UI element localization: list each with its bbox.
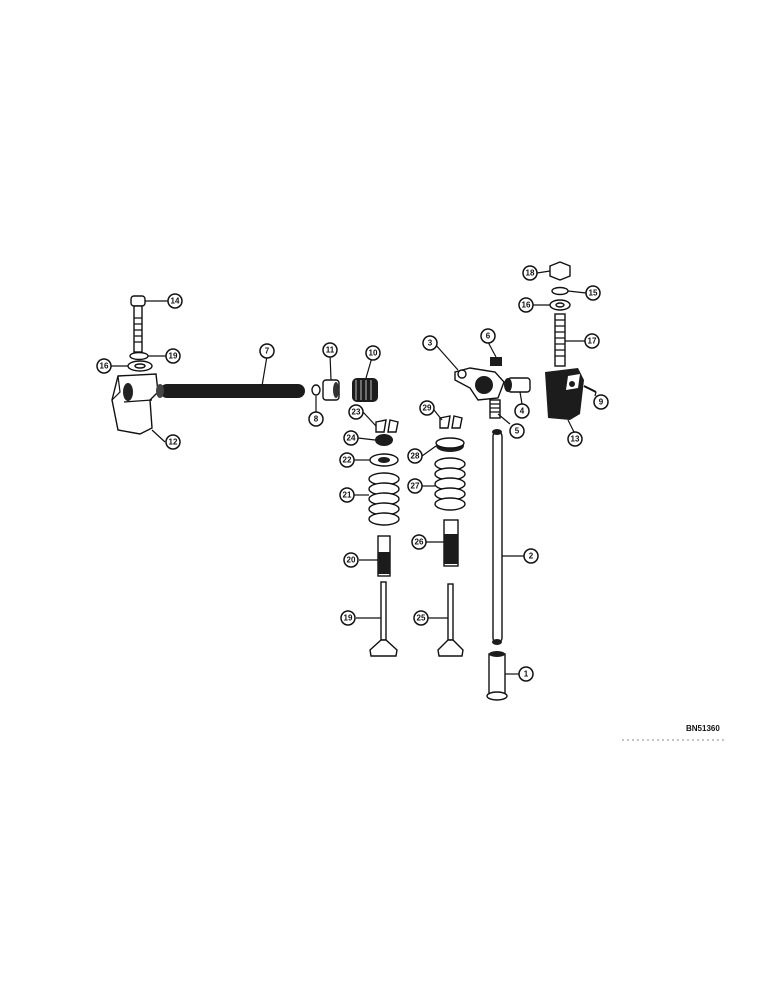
- svg-text:25: 25: [417, 614, 426, 623]
- callout-14: 14: [167, 293, 183, 309]
- callout-27: 27: [407, 478, 423, 494]
- rocker-bushing: [504, 377, 531, 393]
- callout-15: 15: [585, 285, 601, 301]
- svg-text:29: 29: [423, 404, 432, 413]
- callout-20: 20: [343, 552, 359, 568]
- svg-text:4: 4: [520, 407, 525, 416]
- callout-19-lower: 19: [340, 610, 356, 626]
- washer-left-upper: [129, 351, 149, 361]
- svg-text:17: 17: [588, 337, 597, 346]
- callout-9: 9: [593, 394, 609, 410]
- adjusting-screw: [489, 399, 501, 419]
- svg-text:8: 8: [314, 415, 319, 424]
- svg-text:22: 22: [343, 456, 352, 465]
- valve-right: [437, 583, 464, 657]
- callout-21: 21: [339, 487, 355, 503]
- svg-text:5: 5: [515, 427, 520, 436]
- callout-16-left: 16: [96, 358, 112, 374]
- svg-text:10: 10: [369, 349, 378, 358]
- cotter-pin: [583, 385, 597, 393]
- callout-23: 23: [348, 404, 364, 420]
- callout-16-right: 16: [518, 297, 534, 313]
- callout-24: 24: [343, 430, 359, 446]
- callout-6: 6: [480, 328, 496, 344]
- svg-text:1: 1: [524, 670, 529, 679]
- svg-text:24: 24: [347, 434, 356, 443]
- callout-25: 25: [413, 610, 429, 626]
- svg-text:9: 9: [599, 398, 604, 407]
- callout-28: 28: [407, 448, 423, 464]
- leader-lines: [111, 270, 597, 675]
- valve-cap-right: [435, 437, 465, 452]
- tappet: [486, 651, 508, 701]
- shaft-spring: [352, 378, 378, 402]
- svg-text:12: 12: [169, 438, 178, 447]
- svg-text:20: 20: [347, 556, 356, 565]
- svg-text:26: 26: [415, 538, 424, 547]
- callout-19-upper: 19: [165, 348, 181, 364]
- callout-2: 2: [523, 548, 539, 564]
- svg-text:28: 28: [411, 452, 420, 461]
- svg-text:7: 7: [265, 347, 270, 356]
- callout-8: 8: [308, 411, 324, 427]
- rocker-bracket-left: [111, 373, 159, 435]
- svg-text:19: 19: [344, 614, 353, 623]
- callout-3: 3: [422, 335, 438, 351]
- washer-right-upper: [551, 286, 569, 296]
- callout-26: 26: [411, 534, 427, 550]
- callout-18: 18: [522, 265, 538, 281]
- valve-keepers-left: [375, 419, 399, 433]
- callout-22: 22: [339, 452, 355, 468]
- rocker-shaft: [156, 384, 305, 398]
- parts-illustration: [111, 261, 597, 701]
- stud: [554, 313, 566, 367]
- svg-text:11: 11: [326, 346, 335, 355]
- callout-11: 11: [322, 342, 338, 358]
- callout-29: 29: [419, 400, 435, 416]
- valve-spring-left: [368, 472, 400, 526]
- svg-text:16: 16: [100, 362, 109, 371]
- callout-13: 13: [567, 431, 583, 447]
- spring-retainer-left: [369, 453, 399, 467]
- shaft-plug: [311, 384, 321, 396]
- callout-17: 17: [584, 333, 600, 349]
- bolt-left: [130, 295, 146, 353]
- svg-text:21: 21: [343, 491, 352, 500]
- valve-guide-left: [377, 535, 391, 577]
- spacer: [322, 379, 340, 401]
- valve-keepers-right: [439, 415, 463, 429]
- callout-10: 10: [365, 345, 381, 361]
- nut-right: [549, 261, 571, 281]
- svg-text:13: 13: [571, 435, 580, 444]
- callouts: 1 2 3 4 5 6 7 8 9 10 11 12 13 14 15 16 1…: [96, 265, 609, 682]
- rocker-arm: [454, 367, 505, 401]
- callout-7: 7: [259, 343, 275, 359]
- callout-4: 4: [514, 403, 530, 419]
- adjusting-nut: [490, 357, 502, 366]
- push-rod: [492, 429, 503, 645]
- valve-cap-left: [375, 434, 393, 446]
- svg-text:15: 15: [589, 289, 598, 298]
- svg-text:3: 3: [428, 339, 433, 348]
- svg-text:14: 14: [171, 297, 180, 306]
- callout-1: 1: [518, 666, 534, 682]
- valve-left: [369, 581, 398, 657]
- valve-spring-right: [434, 457, 466, 511]
- diagram-code: BN51360: [686, 724, 720, 733]
- svg-text:18: 18: [526, 269, 535, 278]
- svg-text:6: 6: [486, 332, 491, 341]
- callout-12: 12: [165, 434, 181, 450]
- valve-guide-right: [443, 519, 459, 567]
- svg-text:2: 2: [529, 552, 534, 561]
- svg-text:27: 27: [411, 482, 420, 491]
- callout-5: 5: [509, 423, 525, 439]
- svg-text:23: 23: [352, 408, 361, 417]
- svg-text:16: 16: [522, 301, 531, 310]
- rocker-bracket-right: [545, 368, 584, 420]
- svg-text:19: 19: [169, 352, 178, 361]
